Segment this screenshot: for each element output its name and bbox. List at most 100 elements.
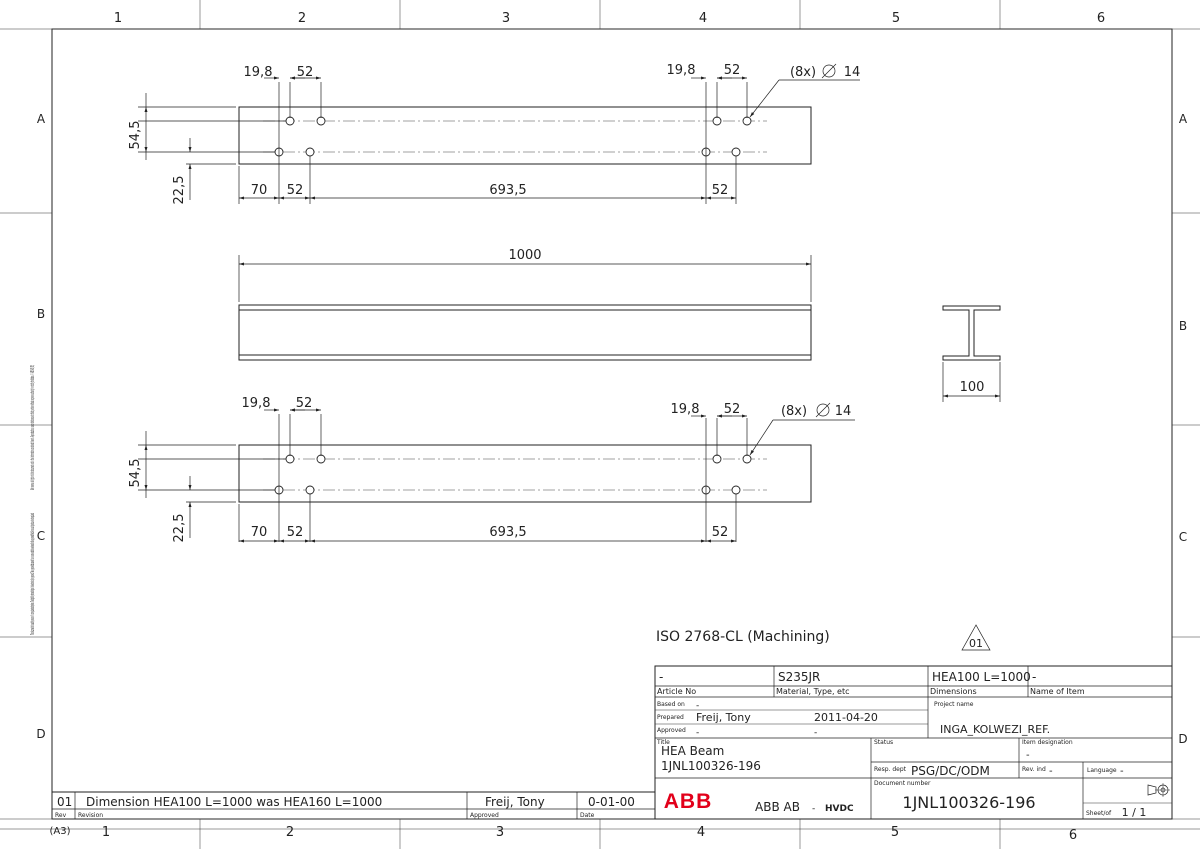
- bottom-holes-count-note: (8x): [781, 404, 807, 419]
- top-dim-bottom-52-left: 52: [287, 183, 304, 198]
- bottom-plan-view: 19,8 52 19,8 52 (8x) 14 54,5 22,5 70 52 …: [128, 396, 855, 543]
- dimensions-label: Dimensions: [930, 687, 977, 696]
- top-dim-vert-54-5: 54,5: [128, 121, 143, 150]
- revision-header-approved: Approved: [470, 812, 499, 819]
- revision-description: Dimension HEA100 L=1000 was HEA160 L=100…: [86, 795, 382, 809]
- bottom-dim-vert-22-5: 22,5: [172, 514, 187, 543]
- beam-cross-section: 100: [942, 305, 1001, 402]
- top-view-holes: [274, 116, 752, 157]
- prepared-by: Freij, Tony: [696, 711, 751, 724]
- approval-note: This document is issued by means of a co…: [30, 513, 36, 635]
- top-dim-right-52: 52: [724, 63, 741, 78]
- bottom-dim-vert-54-5: 54,5: [128, 459, 143, 488]
- col-label-bottom-1: 1: [102, 825, 110, 840]
- based-on-value: -: [696, 701, 699, 711]
- revision-header-rev: Rev: [55, 812, 67, 819]
- approved-date: -: [814, 728, 817, 738]
- based-on-label: Based on: [657, 701, 685, 708]
- name-of-item-value: -: [1032, 670, 1036, 684]
- top-dim-bottom-693-5: 693,5: [489, 183, 526, 198]
- col-label-top-5: 5: [892, 11, 900, 26]
- row-label-left-b: B: [37, 307, 45, 321]
- top-dim-bottom-70: 70: [251, 183, 268, 198]
- col-label-top-1: 1: [114, 11, 122, 26]
- revision-table: 01 Dimension HEA100 L=1000 was HEA160 L=…: [52, 791, 655, 819]
- top-view-flange-outline: [238, 106, 812, 165]
- col-label-bottom-5: 5: [891, 825, 899, 840]
- revision-approved-by: Freij, Tony: [485, 795, 545, 809]
- company-division: HVDC: [825, 804, 854, 814]
- bottom-hole-diameter: 14: [835, 404, 852, 419]
- rev-ind-value: -: [1049, 766, 1053, 777]
- row-label-right-a: A: [1179, 112, 1188, 126]
- title-block: - S235JR HEA100 L=1000 - Article No Mate…: [654, 665, 1173, 820]
- revision-number: 01: [57, 795, 72, 809]
- bottom-dim-right-52: 52: [724, 402, 741, 417]
- side-dim-length: 1000: [508, 248, 541, 263]
- top-dim-bottom-52-right: 52: [712, 183, 729, 198]
- drawing-title: HEA Beam: [661, 744, 724, 758]
- projection-symbol-icon: [1147, 783, 1170, 797]
- bottom-dim-left-19-8: 19,8: [242, 396, 271, 411]
- prepared-label: Prepared: [657, 714, 684, 721]
- language-value: -: [1120, 766, 1124, 777]
- col-label-top-4: 4: [699, 11, 707, 26]
- col-label-top-2: 2: [298, 11, 306, 26]
- company-separator: -: [812, 804, 815, 814]
- company-name: ABB AB: [755, 800, 800, 814]
- row-label-left-c: C: [37, 529, 45, 543]
- document-number-value: 1JNL100326-196: [902, 793, 1035, 812]
- col-label-bottom-4: 4: [697, 825, 705, 840]
- material-label: Material, Type, etc: [776, 687, 850, 696]
- approved-label: Approved: [657, 727, 686, 734]
- project-name-value: INGA_KOLWEZI_REF.: [940, 723, 1050, 736]
- bottom-view-flange-outline: [238, 444, 812, 503]
- row-label-left-d: D: [36, 727, 45, 741]
- document-number-label: Document number: [874, 780, 931, 787]
- top-dim-left-52: 52: [297, 65, 314, 80]
- project-name-label: Project name: [934, 701, 974, 708]
- approved-value: -: [696, 728, 699, 738]
- item-designation-label: Item designation: [1022, 739, 1073, 746]
- status-label: Status: [874, 739, 893, 746]
- title-label: Title: [656, 739, 670, 746]
- prepared-date: 2011-04-20: [814, 711, 878, 724]
- revision-triangle-icon: [961, 624, 991, 651]
- article-no-value: -: [659, 670, 663, 684]
- language-label: Language: [1087, 767, 1117, 774]
- col-label-bottom-2: 2: [286, 825, 294, 840]
- side-view-outline: [238, 304, 812, 361]
- col-label-top-3: 3: [502, 11, 510, 26]
- sheet-of-label: Sheet/of: [1086, 810, 1112, 817]
- sheet-of-value: 1 / 1: [1122, 806, 1147, 819]
- row-label-right-c: C: [1179, 530, 1187, 544]
- revision-triangle-label: 01: [969, 637, 983, 650]
- col-label-bottom-3: 3: [496, 825, 504, 840]
- row-label-right-b: B: [1179, 319, 1187, 333]
- section-dim-width: 100: [960, 380, 985, 395]
- resp-dept-value: PSG/DC/ODM: [911, 764, 990, 778]
- row-label-right-d: D: [1178, 732, 1187, 746]
- material-value: S235JR: [778, 670, 820, 684]
- bottom-dim-bottom-52-right: 52: [712, 525, 729, 540]
- revision-date: 0-01-00: [588, 795, 635, 809]
- side-elevation-view: 1000: [238, 248, 812, 361]
- resp-dept-label: Resp. dept: [874, 766, 907, 773]
- revision-header-revision: Revision: [78, 812, 103, 819]
- bottom-dim-bottom-70: 70: [251, 525, 268, 540]
- bottom-view-holes: [274, 454, 752, 495]
- bottom-dim-bottom-52-left: 52: [287, 525, 304, 540]
- top-dim-vert-22-5: 22,5: [172, 176, 187, 205]
- sheet-size-label: (A3): [49, 826, 70, 837]
- drawing-title-number: 1JNL100326-196: [661, 759, 761, 773]
- row-label-left-a: A: [37, 112, 46, 126]
- tolerance-note: ISO 2768-CL (Machining): [656, 629, 830, 645]
- rev-ind-label: Rev. ind: [1022, 766, 1046, 773]
- bottom-dim-left-52: 52: [296, 396, 313, 411]
- top-plan-view: 19,8 52 19,8 52 (8x) 14 54,5 22,5 70 52 …: [128, 63, 860, 204]
- h-profile-icon: [942, 305, 1001, 361]
- col-label-top-6: 6: [1097, 11, 1105, 26]
- item-designation-value: -: [1026, 750, 1030, 761]
